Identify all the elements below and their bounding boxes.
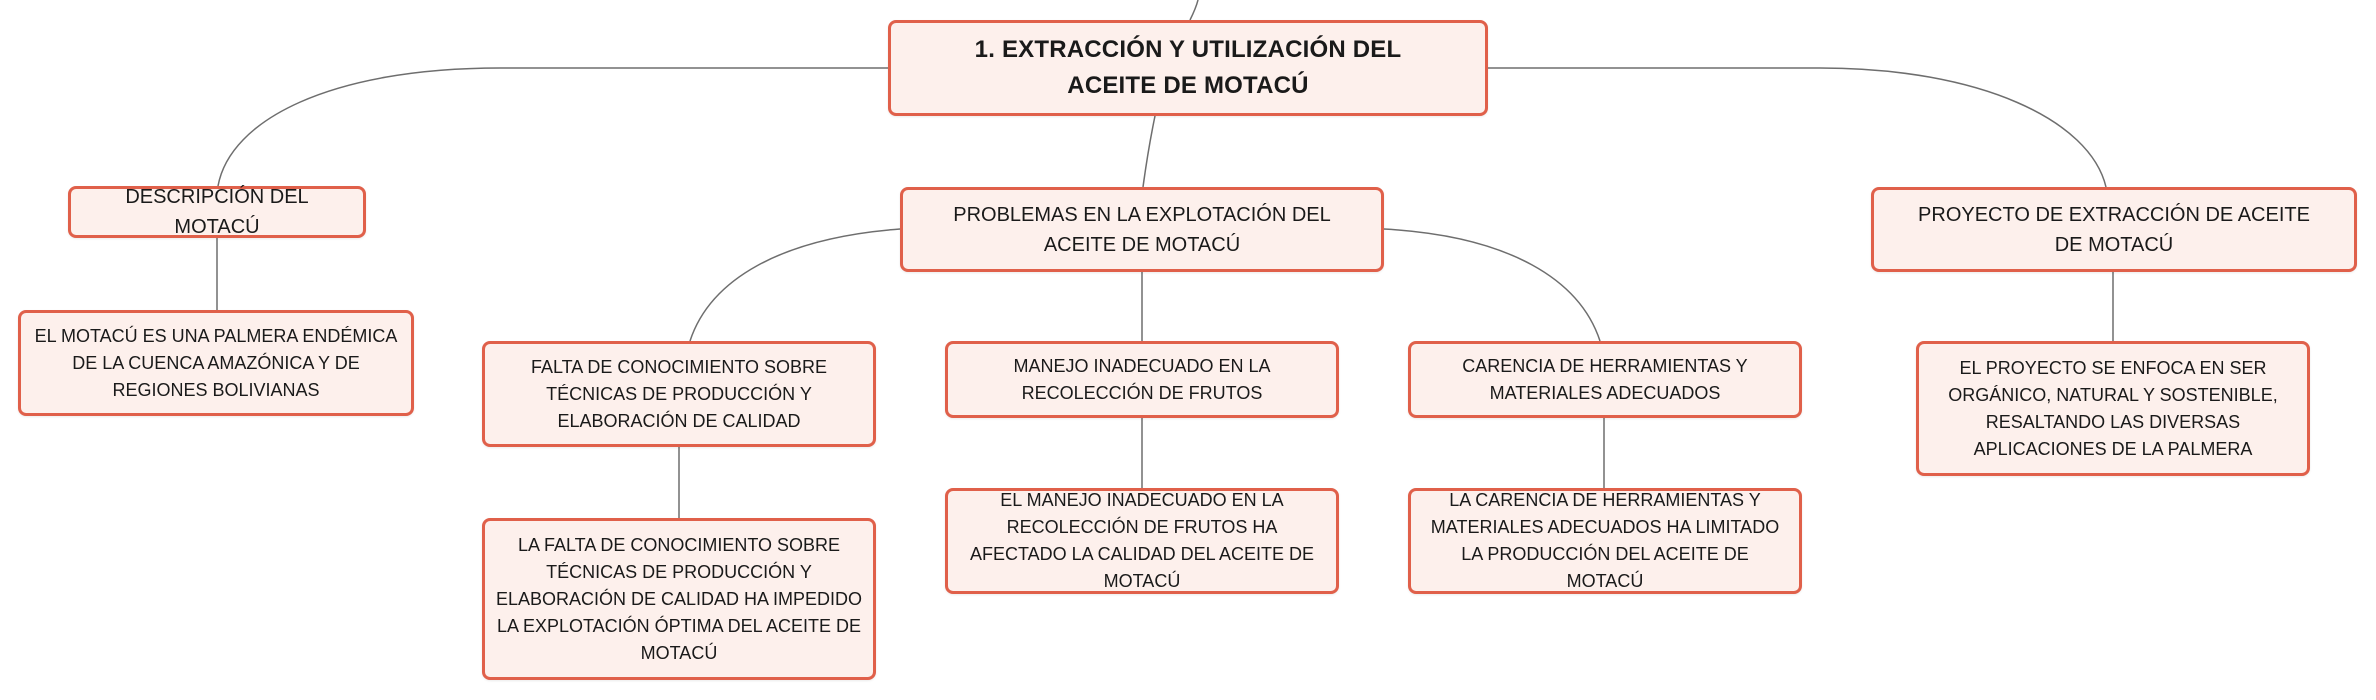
subtopic-carencia-herramientas-label: CARENCIA DE HERRAMIENTAS Y MATERIALES AD…	[1462, 355, 1748, 403]
subtopic-motacu-palmera-endemica-label: EL MOTACÚ ES UNA PALMERA ENDÉMICA DE LA …	[34, 325, 398, 400]
subtopic-falta-conocimiento-label: FALTA DE CONOCIMIENTO SOBRE TÉCNICAS DE …	[530, 356, 828, 431]
subtopic-manejo-inadecuado[interactable]: MANEJO INADECUADO EN LA RECOLECCIÓN DE F…	[945, 341, 1339, 418]
detail-falta-conocimiento[interactable]: LA FALTA DE CONOCIMIENTO SOBRE TÉCNICAS …	[482, 518, 876, 680]
detail-manejo-inadecuado[interactable]: EL MANEJO INADECUADO EN LA RECOLECCIÓN D…	[945, 488, 1339, 594]
subtopic-manejo-inadecuado-label: MANEJO INADECUADO EN LA RECOLECCIÓN DE F…	[1013, 355, 1271, 403]
root-topic-label: 1. EXTRACCIÓN Y UTILIZACIÓN DEL ACEITE D…	[974, 36, 1402, 99]
connector-problemas-to-carencia	[1383, 228, 1601, 342]
detail-carencia-herramientas-label: LA CARENCIA DE HERRAMIENTAS Y MATERIALES…	[1430, 490, 1780, 591]
connector-root-to-problemas	[1142, 115, 1156, 188]
connector-root-to-proyecto	[1488, 67, 2107, 188]
connector-root-to-descripcion	[217, 67, 888, 187]
topic-descripcion-motacu-label: DESCRIPCIÓN DEL MOTACÚ	[125, 186, 309, 238]
topic-problemas-explotacion-label: PROBLEMAS EN LA EXPLOTACIÓN DEL ACEITE D…	[953, 203, 1331, 256]
root-topic[interactable]: 1. EXTRACCIÓN Y UTILIZACIÓN DEL ACEITE D…	[888, 20, 1488, 116]
connector-problemas-to-falta	[689, 228, 901, 342]
connector-root-incoming	[1189, 0, 1199, 21]
detail-manejo-inadecuado-label: EL MANEJO INADECUADO EN LA RECOLECCIÓN D…	[969, 490, 1315, 591]
subtopic-proyecto-organico-label: EL PROYECTO SE ENFOCA EN SER ORGÁNICO, N…	[1948, 357, 2278, 459]
topic-problemas-explotacion[interactable]: PROBLEMAS EN LA EXPLOTACIÓN DEL ACEITE D…	[900, 187, 1384, 272]
topic-proyecto-extraccion-label: PROYECTO DE EXTRACCIÓN DE ACEITE DE MOTA…	[1918, 203, 2310, 256]
subtopic-motacu-palmera-endemica[interactable]: EL MOTACÚ ES UNA PALMERA ENDÉMICA DE LA …	[18, 310, 414, 416]
subtopic-falta-conocimiento[interactable]: FALTA DE CONOCIMIENTO SOBRE TÉCNICAS DE …	[482, 341, 876, 447]
detail-carencia-herramientas[interactable]: LA CARENCIA DE HERRAMIENTAS Y MATERIALES…	[1408, 488, 1802, 594]
subtopic-carencia-herramientas[interactable]: CARENCIA DE HERRAMIENTAS Y MATERIALES AD…	[1408, 341, 1802, 418]
subtopic-proyecto-organico[interactable]: EL PROYECTO SE ENFOCA EN SER ORGÁNICO, N…	[1916, 341, 2310, 476]
detail-falta-conocimiento-label: LA FALTA DE CONOCIMIENTO SOBRE TÉCNICAS …	[495, 534, 863, 663]
topic-descripcion-motacu[interactable]: DESCRIPCIÓN DEL MOTACÚ	[68, 186, 366, 238]
topic-proyecto-extraccion[interactable]: PROYECTO DE EXTRACCIÓN DE ACEITE DE MOTA…	[1871, 187, 2357, 272]
